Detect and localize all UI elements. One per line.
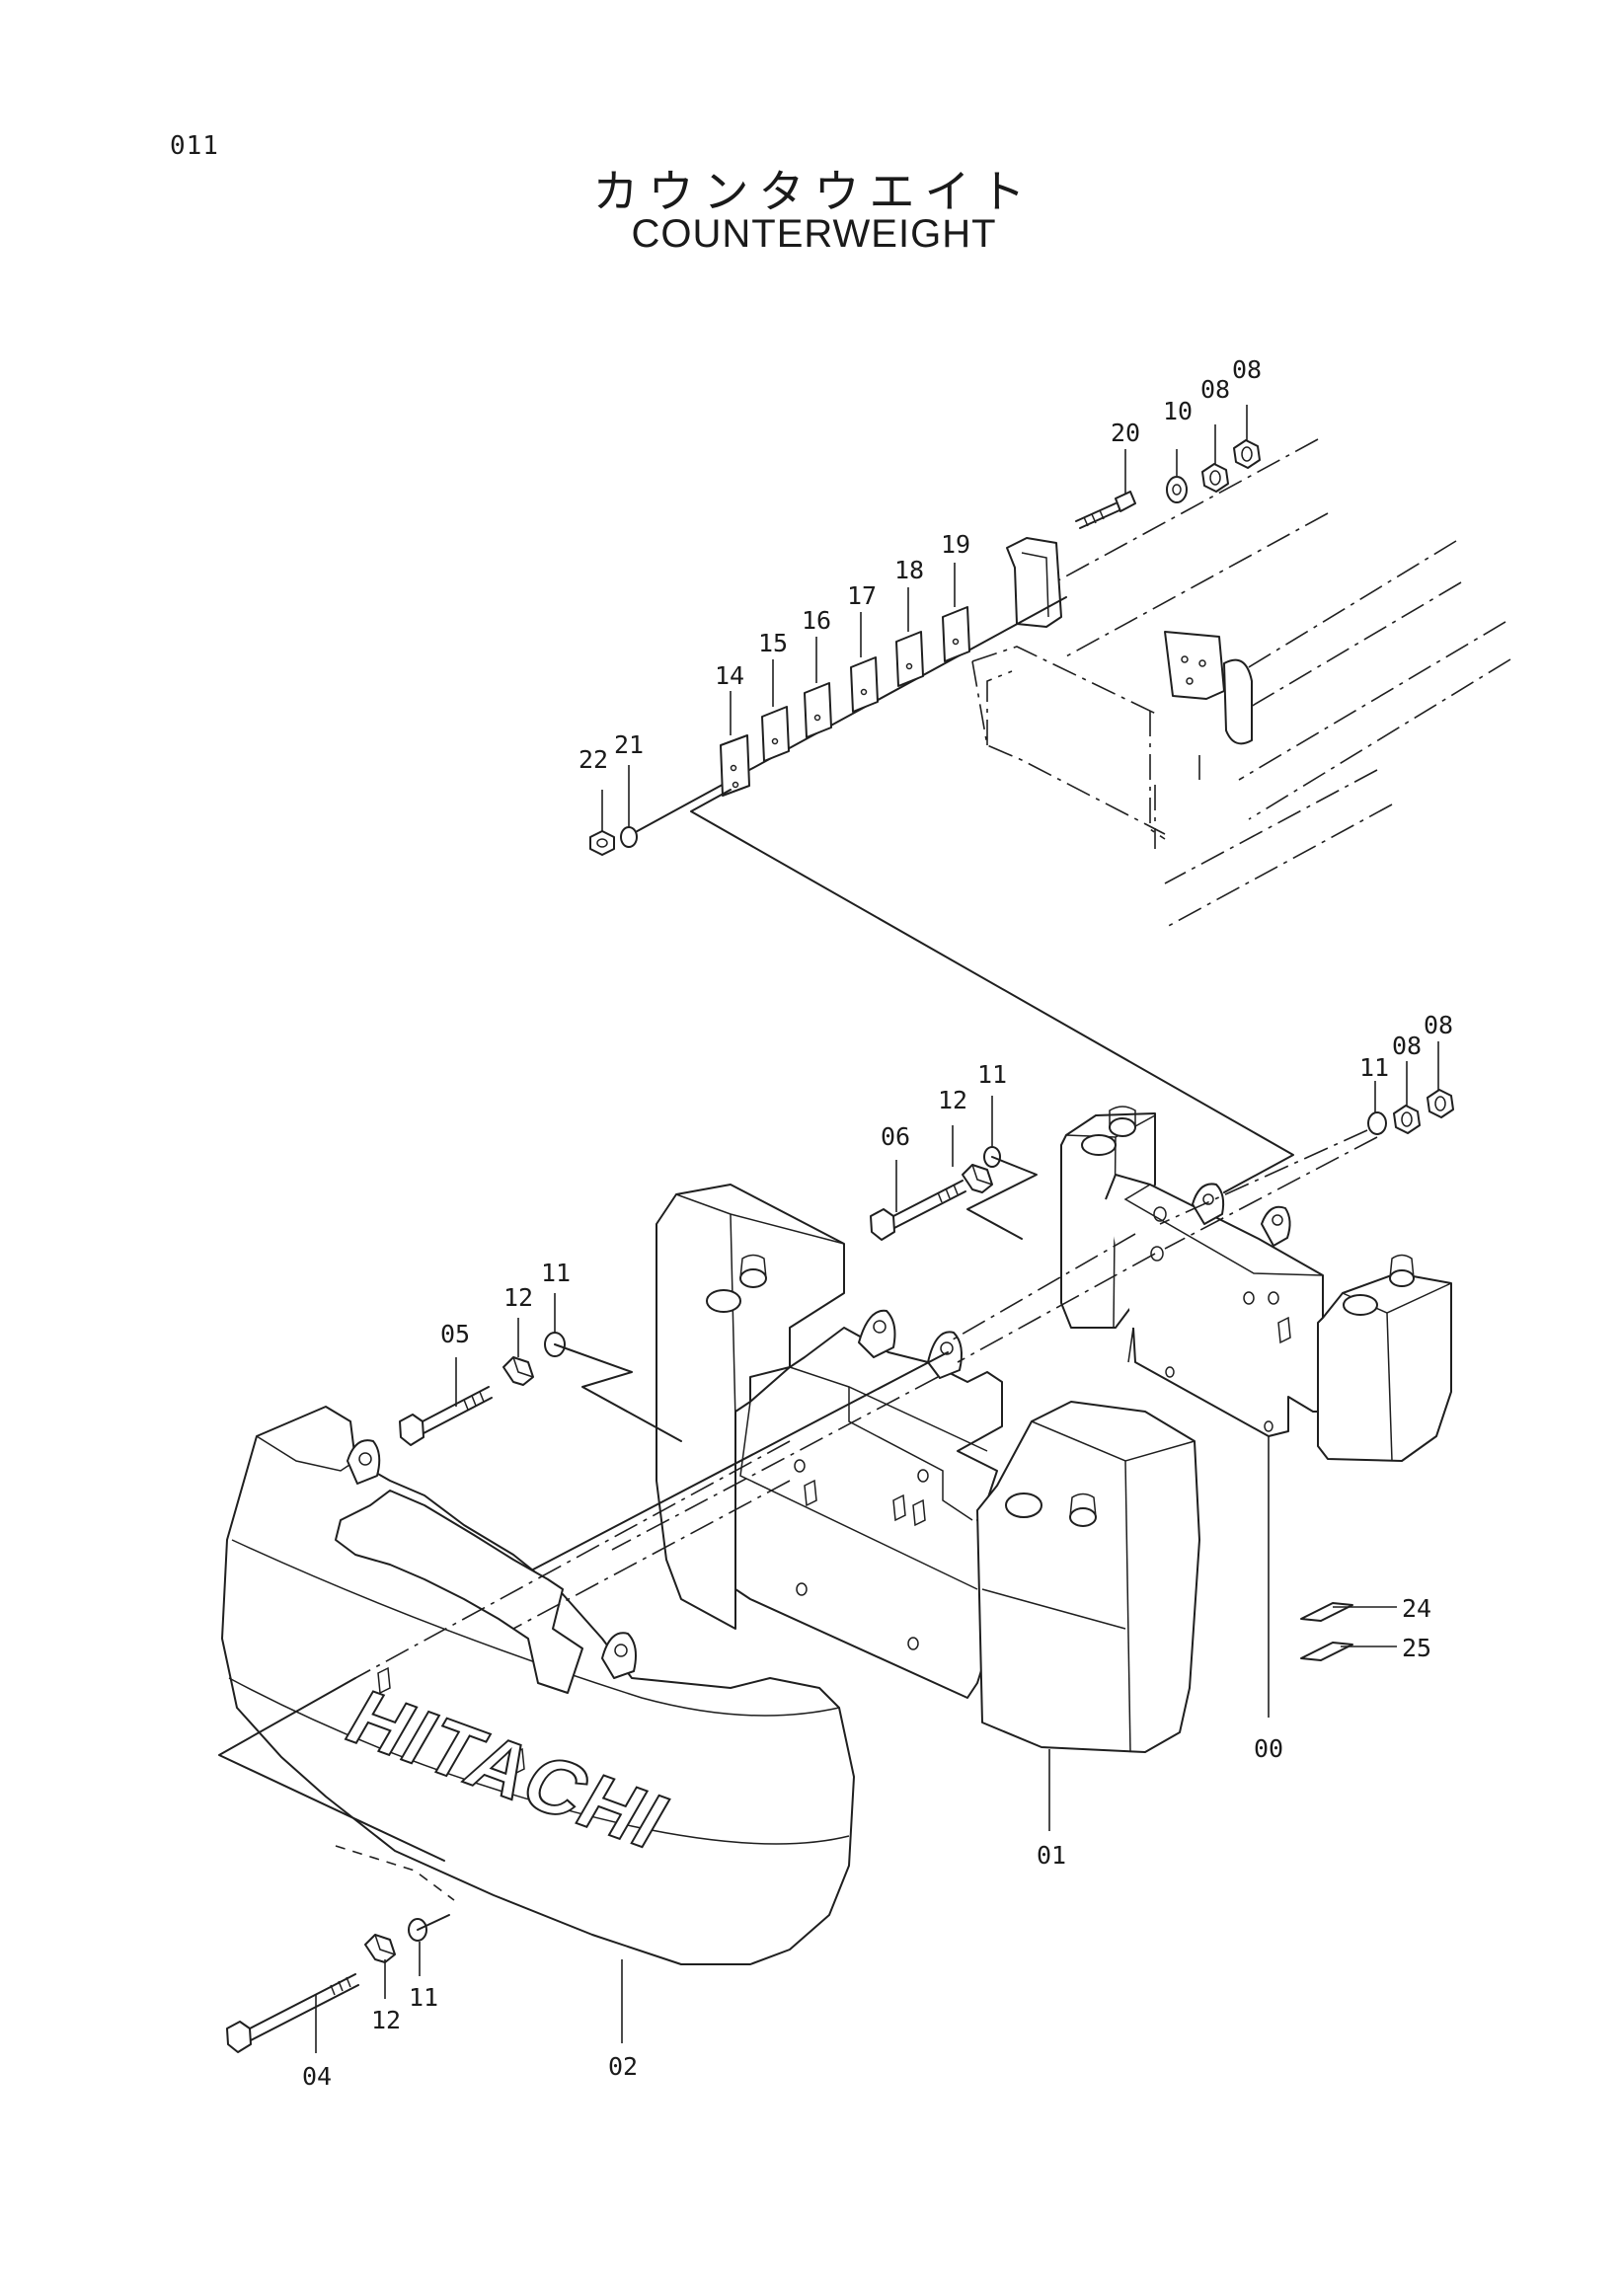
front-weight-02: HITACHI	[221, 1406, 855, 1965]
washer-21	[620, 826, 638, 848]
label-plate-24	[1300, 1602, 1353, 1622]
clamp-12-upper	[962, 1164, 993, 1193]
callout-12-a: 12	[938, 1086, 967, 1114]
callout-19: 19	[941, 530, 970, 559]
shim-17	[850, 656, 879, 713]
callout-10: 10	[1163, 397, 1193, 425]
upper-frame-assembly	[589, 438, 1511, 1193]
callout-02: 02	[608, 2052, 638, 2081]
bolt-06	[870, 1180, 966, 1241]
callouts: 20 10 08 08 19 18 17 16 15 14 21 22 06 1…	[302, 355, 1453, 2091]
shim-14	[720, 734, 750, 797]
main-weight-01	[656, 1184, 1200, 1753]
bolt-04	[226, 1973, 359, 2053]
callout-12-b: 12	[503, 1283, 533, 1312]
leader-lines	[315, 405, 1439, 2053]
nut-08-right-b	[1427, 1089, 1454, 1118]
shim-16	[804, 682, 832, 738]
callout-15: 15	[758, 629, 788, 657]
callout-14: 14	[715, 661, 744, 690]
callout-08-b: 08	[1232, 355, 1262, 384]
callout-05: 05	[440, 1320, 470, 1348]
callout-08-c: 08	[1392, 1032, 1422, 1060]
shim-stack-rod	[631, 596, 1067, 835]
callout-11-c: 11	[541, 1259, 571, 1287]
callout-11-d: 11	[409, 1983, 438, 2012]
title-english: COUNTERWEIGHT	[631, 212, 997, 256]
callout-11-b: 11	[1359, 1053, 1389, 1082]
callout-06: 06	[881, 1122, 910, 1151]
callout-08-a: 08	[1200, 375, 1230, 404]
page-number: 011	[170, 131, 219, 161]
title-japanese: カウンタウエイト	[592, 165, 1036, 218]
callout-20: 20	[1111, 419, 1140, 447]
callout-22: 22	[579, 745, 608, 774]
nut-08-upper-b	[1233, 439, 1261, 469]
label-plate-25	[1300, 1642, 1353, 1661]
nut-08-right-a	[1393, 1105, 1421, 1134]
shim-15	[761, 706, 790, 762]
clamp-12-middle	[502, 1356, 534, 1386]
callout-18: 18	[894, 556, 924, 584]
nut-08-upper-a	[1201, 463, 1229, 493]
nut-22	[589, 830, 615, 856]
callout-01: 01	[1037, 1841, 1066, 1870]
callout-08-d: 08	[1424, 1011, 1453, 1039]
shim-18	[895, 631, 924, 687]
bolt-05	[399, 1386, 493, 1446]
callout-00: 00	[1254, 1734, 1283, 1763]
rear-weight-00	[1060, 1106, 1452, 1462]
washer-10	[1166, 476, 1188, 503]
callout-24: 24	[1402, 1594, 1431, 1623]
clamp-12-lower	[364, 1934, 396, 1963]
callout-16: 16	[802, 606, 831, 635]
callout-12-c: 12	[371, 2006, 401, 2034]
callout-11-a: 11	[977, 1060, 1007, 1089]
callout-17: 17	[847, 581, 877, 610]
callout-21: 21	[614, 730, 644, 759]
bolt-20	[1075, 491, 1136, 529]
callout-25: 25	[1402, 1634, 1431, 1662]
callout-04: 04	[302, 2062, 332, 2091]
washer-11-right	[1367, 1111, 1387, 1135]
shim-19	[942, 606, 970, 662]
